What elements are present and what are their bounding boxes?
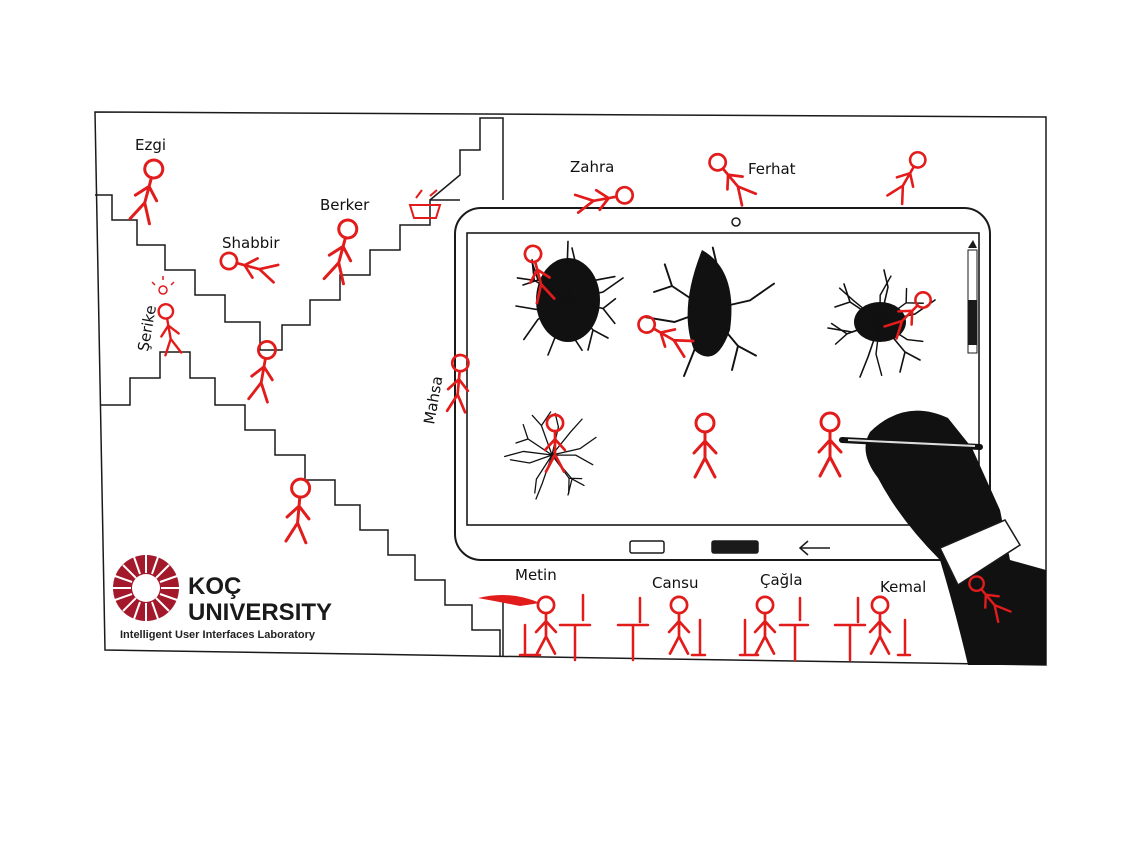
- koc-emblem-icon: [113, 555, 179, 621]
- tablet-nav-buttons: [629, 540, 830, 556]
- name-shabbir: Shabbir: [222, 234, 280, 252]
- koc-logo: KOÇ UNIVERSITY Intelligent User Interfac…: [113, 555, 332, 641]
- name-cagla: Çağla: [760, 571, 803, 589]
- left-staircase: [95, 117, 504, 351]
- logo-line2: UNIVERSITY: [188, 599, 332, 626]
- logo-subtitle: Intelligent User Interfaces Laboratory: [120, 629, 316, 641]
- name-metin: Metin: [515, 566, 557, 584]
- name-ezgi: Ezgi: [135, 136, 166, 154]
- logo-line1: KOÇ: [188, 573, 241, 600]
- red-cape: [478, 594, 540, 606]
- name-kemal: Kemal: [880, 578, 926, 596]
- name-cansu: Cansu: [652, 574, 699, 592]
- name-zahra: Zahra: [570, 158, 614, 176]
- desks-row: [518, 593, 912, 662]
- stylus-hand: [839, 410, 1046, 665]
- basket-sketch: [408, 189, 442, 219]
- stick-figures: [127, 147, 1013, 655]
- name-berker: Berker: [320, 196, 370, 214]
- name-ferhat: Ferhat: [748, 160, 796, 178]
- name-serike: Şerike: [134, 304, 160, 353]
- name-mahsa: Mahsa: [420, 375, 446, 426]
- screen-cracks: [495, 229, 941, 509]
- lightbulb-sketch: [151, 276, 175, 295]
